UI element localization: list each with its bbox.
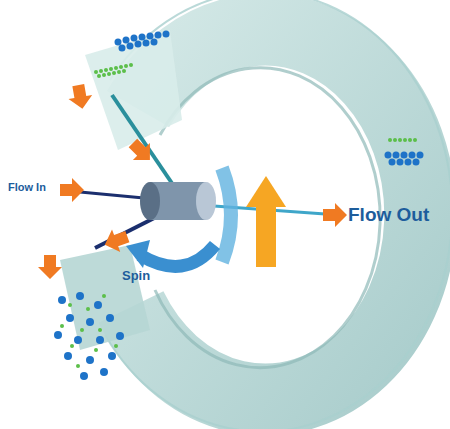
rotor-hub [140,182,216,220]
spin-arrow-head [126,240,150,268]
force-arrow [246,176,286,267]
arm-arrow [101,225,132,256]
arm-arrow [124,134,158,168]
particles-right-blue [385,152,424,166]
ring-bottom-end [60,245,150,350]
settle-arrow [38,255,62,279]
flow-in-arrow [60,178,84,202]
particles-bottom-green [60,294,118,368]
ring-top-end [85,30,182,150]
flow-label: Spin [122,268,150,283]
spin-arrow [140,245,215,266]
flow-label: Flow In [8,181,46,193]
flow-label: Flow Out [348,204,429,226]
settle-arrow [66,83,94,111]
particles-top [115,31,170,52]
particles-bottom-blue [54,292,124,380]
particles-top-green [94,63,133,78]
flow-out-arrow [323,203,347,227]
particles-right-green [388,138,417,142]
spin-band [222,168,231,262]
